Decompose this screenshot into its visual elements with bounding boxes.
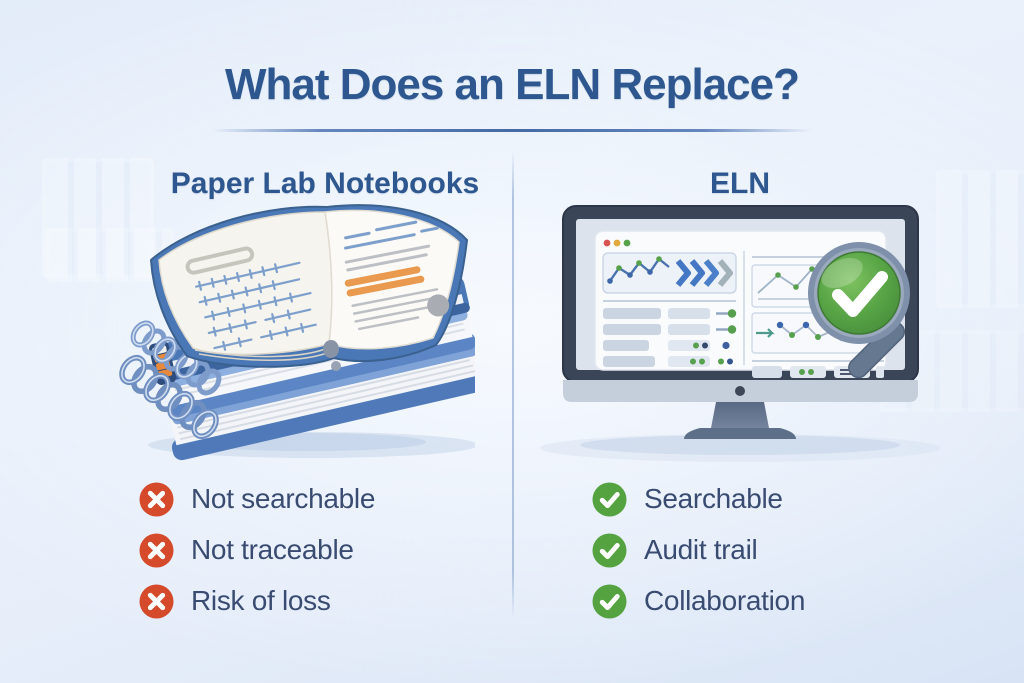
cross-icon [139, 532, 174, 568]
magnifier-check-icon [808, 242, 910, 379]
list-item: Not searchable [139, 481, 375, 517]
list-item-label: Not traceable [191, 534, 354, 565]
magnifier-handle [848, 321, 906, 379]
workflow-chevrons [675, 259, 733, 287]
column-divider [512, 150, 514, 618]
cross-icon [139, 583, 174, 619]
open-notebook [149, 204, 469, 371]
page-stamp [427, 294, 450, 317]
list-item: Audit trail [592, 532, 805, 568]
list-item-label: Collaboration [644, 585, 806, 616]
monitor-base [684, 428, 796, 439]
checkmark [832, 271, 888, 317]
monitor-neck [711, 402, 769, 428]
list-item: Not traceable [139, 532, 375, 568]
check-icon [592, 532, 627, 568]
left-page-handwriting [185, 246, 317, 351]
list-item-label: Risk of loss [191, 585, 331, 616]
monitor [562, 205, 919, 439]
eln-benefits-list: Searchable Audit trail Collaboration [592, 481, 805, 634]
eln-monitor-illustration [540, 205, 940, 462]
monitor-logo-dot [735, 386, 745, 396]
check-icon [592, 481, 627, 517]
title-underline [212, 129, 812, 132]
paper-notebooks-illustration [119, 204, 475, 461]
page-title: What Does an ELN Replace? [224, 60, 800, 109]
book-clasp [323, 340, 339, 358]
traffic-light-dots [603, 239, 631, 247]
footer-widgets [752, 366, 884, 378]
right-column-heading: ELN [710, 167, 770, 200]
paper-drawbacks-list: Not searchable Not traceable Risk of los… [139, 481, 375, 634]
list-item-label: Not searchable [191, 483, 376, 514]
list-item-label: Audit trail [644, 534, 758, 565]
right-page-content [343, 220, 450, 331]
list-item: Searchable [592, 481, 805, 517]
cross-icon [139, 481, 174, 517]
spiral-coils [119, 320, 222, 440]
list-item: Risk of loss [139, 583, 375, 619]
data-table [603, 308, 737, 367]
left-column-heading: Paper Lab Notebooks [170, 167, 480, 200]
list-item: Collaboration [592, 583, 805, 619]
open-left-page [158, 211, 333, 356]
check-icon [592, 583, 627, 619]
molecule-workflow-panel [602, 252, 737, 294]
list-item-label: Searchable [644, 483, 783, 514]
